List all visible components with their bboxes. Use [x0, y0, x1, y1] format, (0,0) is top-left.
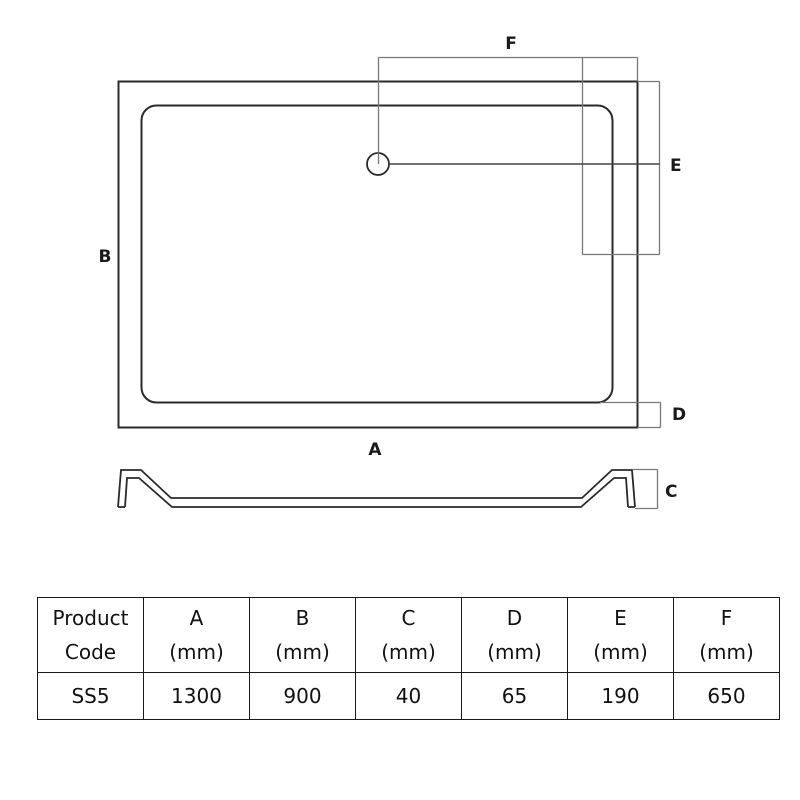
header-text: (mm) — [169, 640, 224, 664]
label-e: E — [670, 156, 682, 176]
table-row: SS5 1300 900 40 65 190 650 — [37, 672, 780, 720]
cell-e: 190 — [567, 672, 674, 720]
label-c: C — [665, 482, 677, 502]
header-text: (mm) — [593, 640, 648, 664]
cell-c: 40 — [355, 672, 462, 720]
header-text: E — [614, 606, 627, 630]
tray-inner-basin — [140, 104, 614, 404]
header-a: A (mm) — [143, 597, 250, 673]
dimension-f — [377, 56, 660, 256]
header-f: F (mm) — [673, 597, 780, 673]
header-e: E (mm) — [567, 597, 674, 673]
header-text: B — [295, 606, 310, 630]
header-text: (mm) — [699, 640, 754, 664]
header-text: Product — [52, 606, 129, 630]
cell-a: 1300 — [143, 672, 250, 720]
header-text: (mm) — [487, 640, 542, 664]
label-d: D — [672, 405, 686, 425]
shower-tray-drawing: F E B D A C — [99, 34, 686, 510]
side-profile — [117, 469, 636, 508]
cell-product-code: SS5 — [37, 672, 144, 720]
header-text: Code — [64, 640, 117, 664]
header-text: C — [401, 606, 416, 630]
label-b: B — [99, 247, 112, 267]
header-text: F — [720, 606, 733, 630]
dimension-e — [637, 80, 661, 255]
header-text: A — [189, 606, 204, 630]
header-c: C (mm) — [355, 597, 462, 673]
header-b: B (mm) — [249, 597, 356, 673]
cell-d: 65 — [461, 672, 568, 720]
header-d: D (mm) — [461, 597, 568, 673]
header-text: (mm) — [275, 640, 330, 664]
cell-f: 650 — [673, 672, 780, 720]
dimension-d — [600, 401, 662, 429]
label-f: F — [505, 34, 517, 54]
label-a: A — [368, 440, 382, 460]
header-text: (mm) — [381, 640, 436, 664]
dimension-c — [632, 468, 659, 510]
cell-b: 900 — [249, 672, 356, 720]
header-text: D — [506, 606, 523, 630]
